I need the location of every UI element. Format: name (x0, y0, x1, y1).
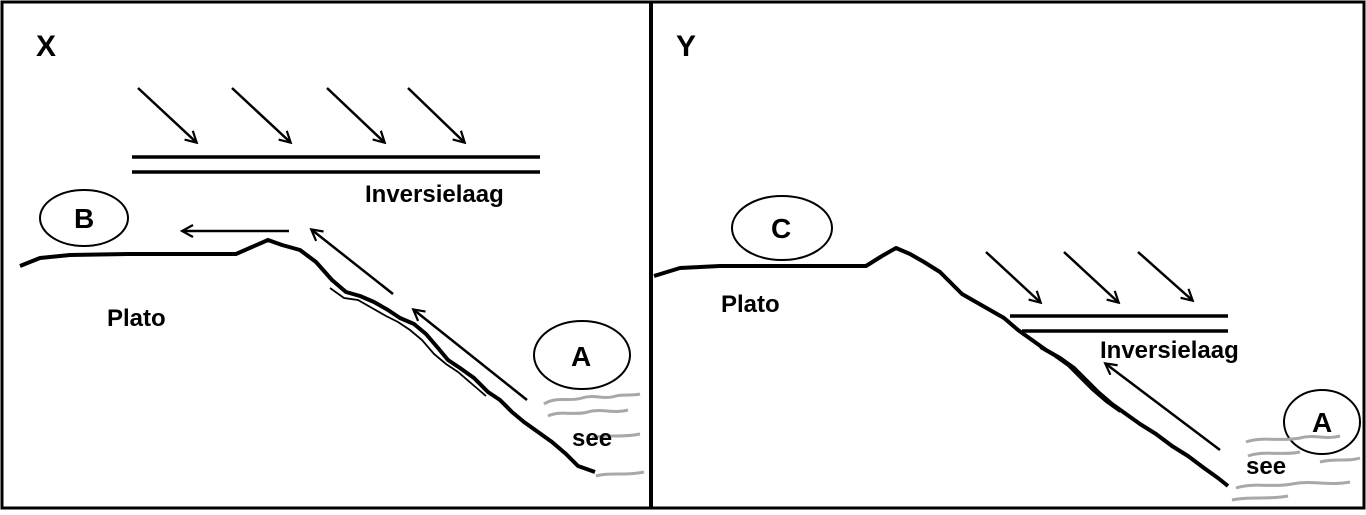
plateau-label-y: Plato (721, 291, 780, 318)
sea-label-x: see (572, 425, 612, 452)
circle-b-label: B (74, 203, 94, 234)
sinking-air-arrows-y (985, 251, 1192, 302)
sea-waves-x (543, 392, 645, 478)
circle-b (39, 189, 129, 247)
terrain-texture-x (329, 287, 487, 397)
panel-y: Y C Inversielaag Plato A (653, 30, 1361, 502)
upslope-arrow-y (1106, 364, 1221, 451)
plateau-label-x: Plato (107, 305, 166, 332)
circle-a-x (533, 320, 631, 390)
inversion-layer-y (1010, 314, 1228, 333)
circle-c (731, 195, 833, 261)
upslope-arrows-x (312, 230, 528, 401)
inversion-label-x: Inversielaag (365, 181, 504, 208)
terrain-x (19, 238, 596, 474)
circle-a-y-label: A (1312, 407, 1332, 438)
panel-x: X Inversielaag B Plato A (19, 30, 645, 478)
panel-y-title: Y (676, 30, 696, 63)
inversion-layer-x (132, 155, 540, 174)
sea-label-y: see (1246, 453, 1286, 480)
sea-waves-y (1231, 434, 1361, 502)
terrain-texture-y (1039, 347, 1121, 413)
inversion-label-y: Inversielaag (1100, 337, 1239, 364)
panel-x-title: X (36, 30, 56, 63)
circle-a-x-label: A (571, 341, 591, 372)
circle-c-label: C (771, 213, 791, 244)
terrain-y (653, 246, 1230, 488)
sinking-air-arrows-x (137, 87, 464, 142)
